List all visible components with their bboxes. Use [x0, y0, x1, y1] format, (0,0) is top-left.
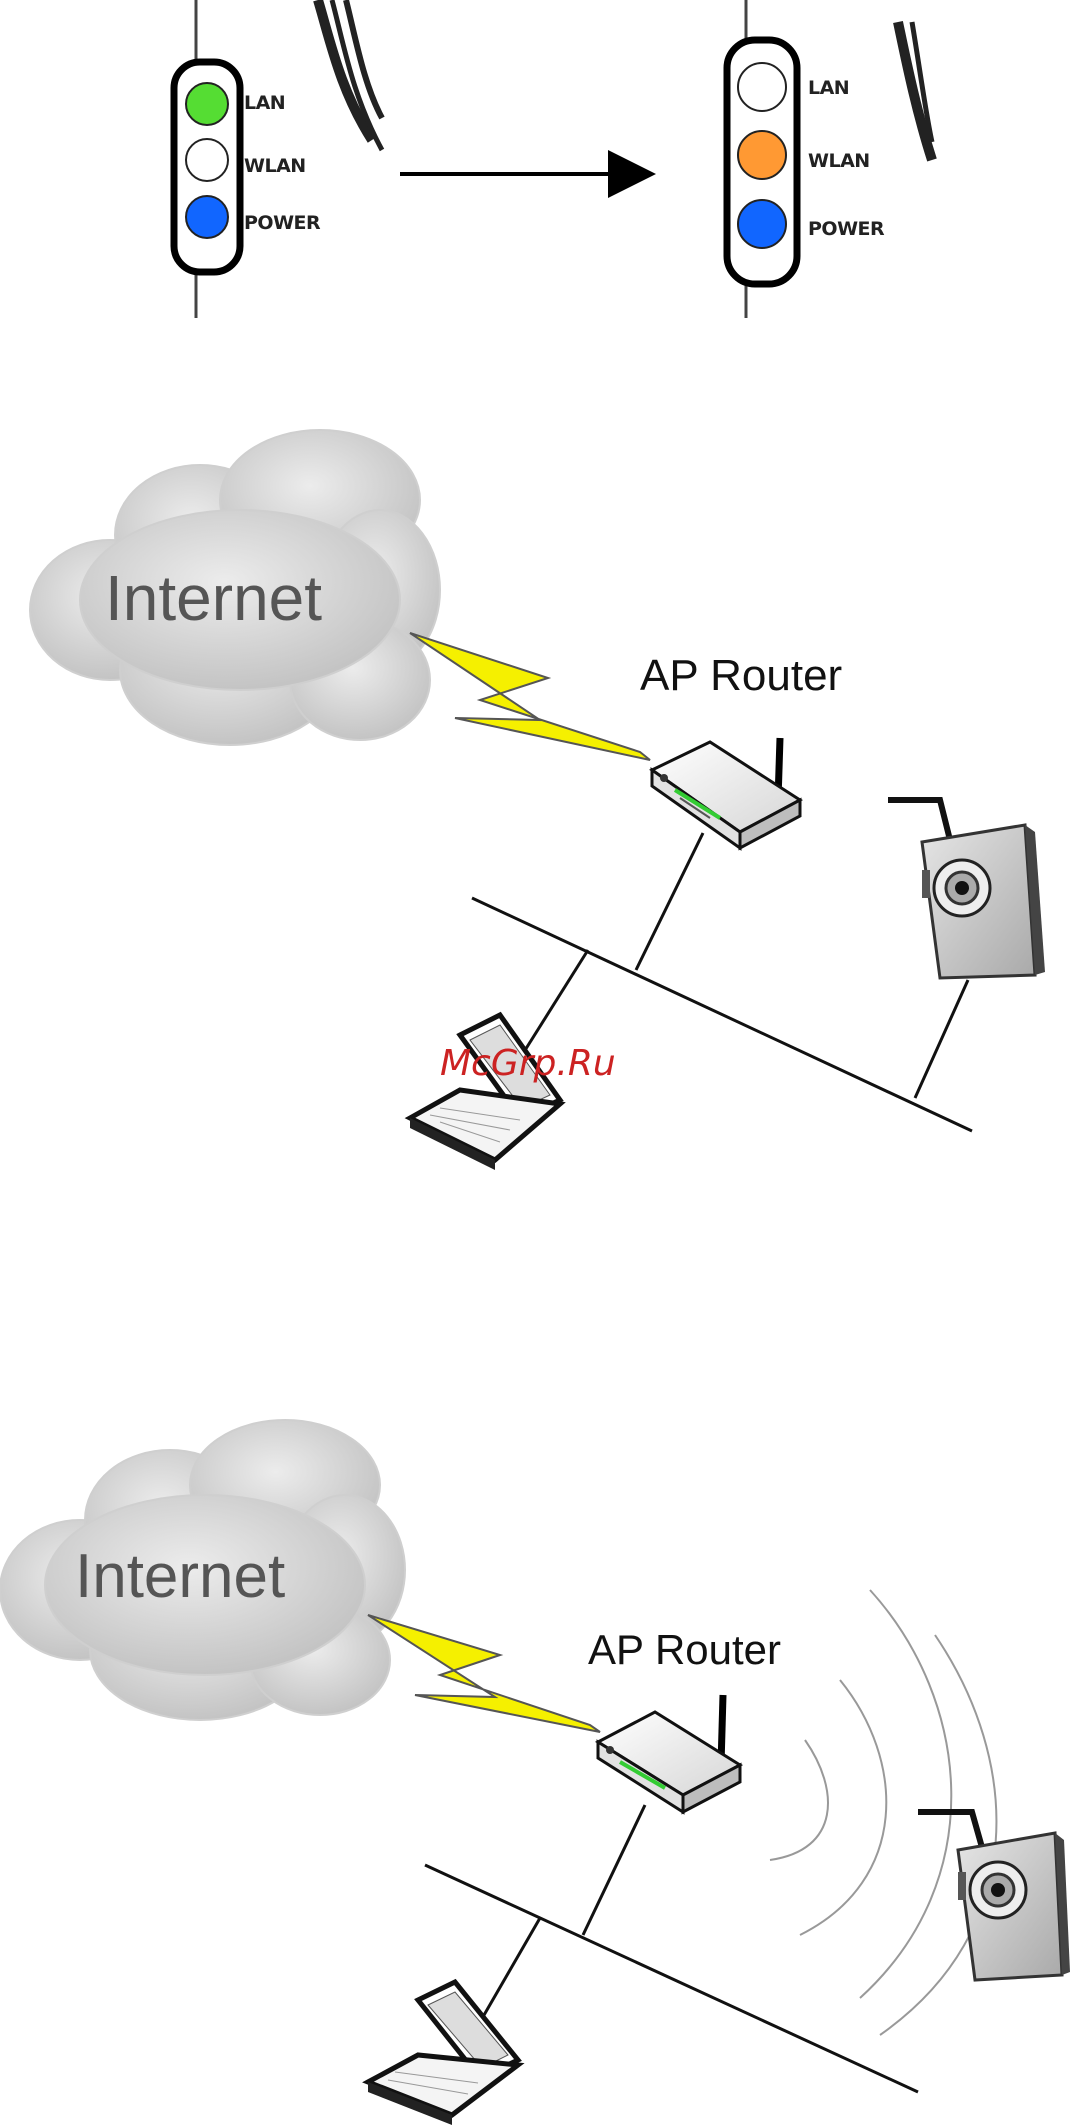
laptop-drop-line: [480, 1918, 540, 2022]
router-drop-line: [583, 1805, 645, 1935]
wan-lightning-bolt: [368, 1615, 600, 1732]
ap-router-label: AP Router: [640, 651, 842, 700]
ap-router-label: AP Router: [588, 1626, 781, 1673]
laptop-device: [410, 1015, 560, 1170]
router-drop-line: [636, 833, 703, 970]
watermark-text: McGrp.Ru: [440, 1043, 616, 1084]
laptop-device: [368, 1982, 518, 2125]
camera-drop-line: [915, 980, 968, 1098]
diagram-wireless: Internet AP Router: [0, 1420, 1070, 2125]
led-label-lan-before: LAN: [244, 92, 285, 114]
wlan-led-before: [186, 139, 228, 181]
internet-label: Internet: [105, 562, 322, 634]
led-panel-before: LAN WLAN POWER: [174, 0, 382, 318]
wlan-led-after: [738, 131, 786, 179]
laptop-drop-line: [522, 950, 588, 1055]
network-camera-device: [918, 1812, 1070, 1980]
led-label-power-after: POWER: [808, 218, 885, 240]
led-panel-after: LAN WLAN POWER: [727, 0, 932, 318]
power-led-before: [186, 196, 228, 238]
led-label-wlan-before: WLAN: [244, 155, 306, 177]
lan-led-after: [738, 63, 786, 111]
led-label-lan-after: LAN: [808, 77, 849, 99]
lan-led-before: [186, 83, 228, 125]
led-label-power-before: POWER: [244, 212, 321, 234]
network-camera-device: [888, 800, 1045, 978]
ap-router-device: [652, 738, 800, 848]
ap-router-device: [598, 1695, 740, 1812]
internet-label: Internet: [75, 1542, 285, 1611]
led-label-wlan-after: WLAN: [808, 150, 870, 172]
wan-lightning-bolt: [410, 633, 650, 760]
power-led-after: [738, 200, 786, 248]
